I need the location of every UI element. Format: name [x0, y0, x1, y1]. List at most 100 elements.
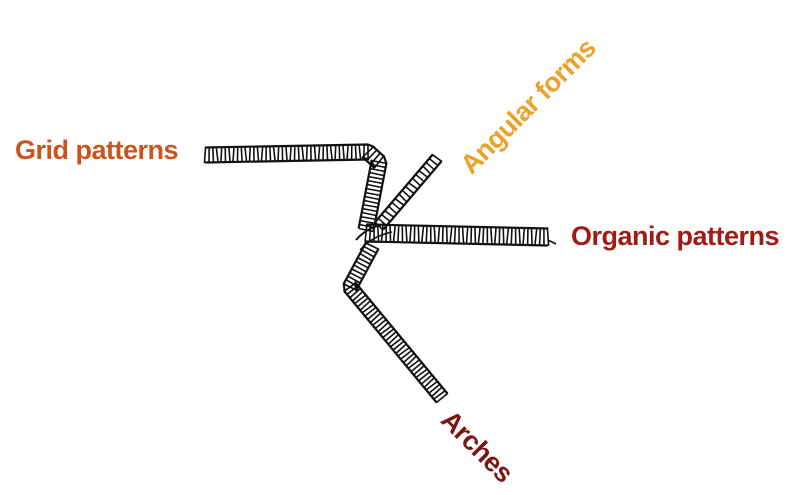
- hatch-stroke: [361, 207, 378, 213]
- hatch-stroke: [534, 227, 538, 246]
- hatch-stroke: [358, 144, 362, 161]
- hatch-stroke: [389, 224, 392, 243]
- hatch-stroke: [505, 227, 510, 246]
- hatch-stroke: [334, 144, 337, 161]
- hatch-stroke: [377, 217, 388, 227]
- hatch-stroke: [376, 224, 380, 243]
- hatch-stroke: [220, 146, 223, 163]
- hatch-stroke: [329, 144, 333, 161]
- hatch-stroke: [518, 227, 521, 246]
- hatch-stroke: [364, 195, 380, 201]
- hatch-stroke: [389, 337, 403, 348]
- hatch-stroke: [399, 349, 413, 361]
- hatch-stroke: [371, 315, 385, 327]
- ribbon-edge-bottom: [204, 143, 388, 232]
- hatch-stroke: [396, 346, 411, 358]
- hatch-stroke: [437, 225, 441, 244]
- hatch-stroke: [368, 224, 372, 243]
- hatch-stroke: [493, 226, 497, 245]
- hatch-stroke: [381, 327, 395, 339]
- hatch-stroke: [384, 330, 397, 342]
- hatch-stroke: [401, 189, 411, 199]
- hatch-stroke: [343, 281, 357, 293]
- hatch-stroke: [405, 224, 408, 243]
- hatch-stroke: [367, 183, 382, 189]
- hatch-stroke: [244, 146, 248, 163]
- hatch-stroke: [445, 225, 448, 244]
- hatch-stroke: [301, 145, 305, 162]
- hatch-stroke: [409, 225, 412, 243]
- hatch-stroke: [410, 361, 423, 373]
- hatch-stroke: [502, 227, 505, 245]
- hatch-stroke: [352, 291, 364, 302]
- hatch-stroke: [361, 303, 375, 314]
- hatch-stroke: [377, 321, 389, 333]
- hatch-stroke: [369, 171, 384, 177]
- hatch-stroke: [362, 245, 378, 254]
- junction-stroke: [359, 231, 393, 251]
- hatch-stroke: [530, 227, 533, 246]
- hatch-stroke: [380, 224, 384, 243]
- hatch-stroke: [364, 306, 377, 318]
- branch-angular-forms: [373, 153, 443, 231]
- hatch-stroke: [413, 365, 425, 376]
- hatch-stroke: [369, 167, 386, 173]
- ribbon-edge-top: [205, 156, 376, 229]
- hatch-stroke: [374, 318, 387, 330]
- hatch-stroke: [277, 145, 280, 162]
- hatch-stroke: [428, 157, 439, 167]
- hatch-stroke: [350, 267, 366, 277]
- hatch-stroke: [510, 227, 513, 246]
- hatch-stroke: [228, 146, 231, 163]
- ribbon-edge-top: [382, 160, 443, 231]
- junction-stroke: [355, 223, 385, 241]
- ribbon-edge-top: [365, 240, 548, 247]
- hatch-stroke: [477, 226, 481, 245]
- hatch-stroke: [431, 153, 443, 163]
- branch-arches: [342, 241, 449, 404]
- hatch-stroke: [232, 146, 235, 163]
- hatch-stroke: [449, 225, 453, 244]
- branch-end-stroke: [547, 239, 557, 245]
- hatch-stroke: [474, 226, 477, 245]
- hatch-stroke: [364, 224, 368, 242]
- hatch-stroke: [212, 146, 215, 163]
- hatch-stroke: [402, 352, 415, 364]
- hatch-stroke: [256, 146, 260, 162]
- hatch-stroke: [240, 146, 243, 163]
- hatch-stroke: [420, 225, 425, 244]
- hatch-stroke: [367, 309, 379, 321]
- hatch-stroke: [417, 225, 420, 244]
- hatch-stroke: [453, 225, 457, 244]
- hatch-stroke: [367, 179, 384, 185]
- ribbon-edge-top: [342, 242, 438, 404]
- hatch-stroke: [356, 256, 372, 266]
- hatch-stroke: [388, 205, 398, 215]
- hatch-stroke: [425, 161, 435, 171]
- hatch-stroke: [370, 312, 382, 324]
- hatch-stroke: [405, 355, 417, 367]
- hatch-stroke: [326, 144, 329, 161]
- hatch-stroke: [387, 334, 399, 345]
- hatch-stroke: [395, 343, 407, 354]
- hatch-stroke: [313, 145, 317, 161]
- hatch-stroke: [354, 144, 357, 161]
- hatch-stroke: [305, 145, 308, 162]
- hatch-stroke: [356, 297, 369, 308]
- hatch-stroke: [355, 260, 369, 269]
- hatch-stroke: [431, 386, 443, 398]
- label-grid-patterns: Grid patterns: [15, 135, 179, 165]
- hatch-stroke: [378, 324, 393, 336]
- hatch-stroke: [418, 169, 429, 179]
- branch-organic-patterns: [364, 223, 550, 247]
- hatch-stroke: [423, 377, 435, 388]
- hatch-stroke: [435, 392, 449, 404]
- hatch-stroke: [317, 144, 321, 161]
- hatch-stroke: [383, 209, 395, 219]
- hatch-stroke: [482, 226, 485, 245]
- hatch-stroke: [465, 226, 469, 245]
- hatch-stroke: [414, 367, 429, 379]
- hatch-stroke: [414, 173, 425, 183]
- hatch-stroke: [538, 227, 542, 246]
